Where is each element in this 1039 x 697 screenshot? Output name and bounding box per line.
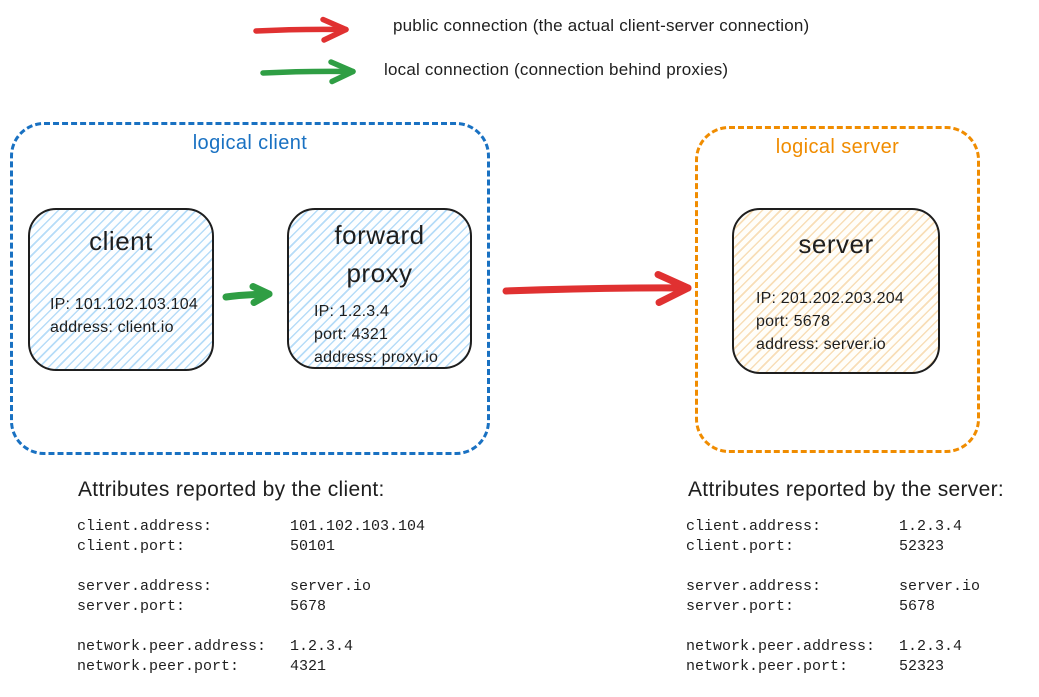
logical-server-label: logical server bbox=[775, 136, 900, 158]
attribute-row: server.port: 5678 bbox=[686, 597, 980, 617]
local-connection-legend-label: local connection (connection behind prox… bbox=[384, 60, 729, 79]
attribute-key: network.peer.address: bbox=[686, 638, 876, 655]
attribute-row: network.peer.port: 4321 bbox=[77, 657, 425, 677]
server-node-title: server bbox=[798, 229, 874, 259]
attribute-key: client.address: bbox=[77, 518, 213, 535]
client-attr-group-client: client.address: 101.102.103.104 client.po… bbox=[77, 517, 425, 557]
client-node-title: client bbox=[89, 226, 153, 256]
local-connection-legend-arrow-icon bbox=[258, 56, 362, 88]
client-node-details: IP: 101.102.103.104 address: client.io bbox=[50, 293, 198, 339]
attribute-row: network.peer.address: 1.2.3.4 bbox=[77, 637, 425, 657]
attribute-value: 52323 bbox=[899, 538, 945, 555]
client-attr-group-server: server.address: server.io server.port: 567… bbox=[77, 577, 425, 617]
client-attr-group-network-peer: network.peer.address: 1.2.3.4 network.pee… bbox=[77, 637, 425, 677]
attribute-value: 101.102.103.104 bbox=[290, 518, 426, 535]
logical-client-group: logical client bbox=[10, 122, 490, 455]
attribute-key: network.peer.address: bbox=[77, 638, 267, 655]
attribute-key: server.port: bbox=[686, 598, 795, 615]
local-connection-arrow-icon bbox=[221, 278, 281, 312]
attribute-value: 5678 bbox=[899, 598, 936, 615]
attribute-value: 1.2.3.4 bbox=[899, 638, 963, 655]
proxy-ip-line: IP: 1.2.3.4 bbox=[314, 303, 390, 320]
attribute-row: client.port: 50101 bbox=[77, 537, 425, 557]
logical-client-label: logical client bbox=[192, 132, 308, 154]
forward-proxy-node: forward proxy IP: 1.2.3.4 port: 4321 add… bbox=[287, 208, 472, 369]
server-node: server IP: 201.202.203.204 port: 5678 ad… bbox=[732, 208, 940, 374]
attribute-row: client.port: 52323 bbox=[686, 537, 980, 557]
attribute-row: network.peer.port: 52323 bbox=[686, 657, 980, 677]
attribute-row: server.address: server.io bbox=[686, 577, 980, 597]
attribute-key: server.port: bbox=[77, 598, 186, 615]
forward-proxy-node-details: IP: 1.2.3.4 port: 4321 address: proxy.io bbox=[314, 300, 438, 369]
attribute-value: 5678 bbox=[290, 598, 327, 615]
forward-proxy-title-line2: proxy bbox=[346, 258, 413, 288]
attribute-key: server.address: bbox=[77, 578, 213, 595]
server-port-line: port: 5678 bbox=[756, 313, 831, 330]
client-ip-line: IP: 101.102.103.104 bbox=[50, 296, 198, 313]
server-attributes-table: client.address: 1.2.3.4 client.port: 52323… bbox=[686, 517, 980, 697]
client-address-line: address: client.io bbox=[50, 319, 174, 336]
server-attr-group-network-peer: network.peer.address: 1.2.3.4 network.pee… bbox=[686, 637, 980, 677]
server-attr-group-client: client.address: 1.2.3.4 client.port: 52323 bbox=[686, 517, 980, 557]
client-attributes-table: client.address: 101.102.103.104 client.po… bbox=[77, 517, 425, 697]
forward-proxy-title-line1: forward bbox=[334, 220, 425, 250]
attribute-value: 50101 bbox=[290, 538, 336, 555]
attribute-value: 1.2.3.4 bbox=[290, 638, 354, 655]
attribute-value: 4321 bbox=[290, 658, 327, 675]
server-attributes-heading: Attributes reported by the server: bbox=[688, 478, 1005, 501]
attribute-row: network.peer.address: 1.2.3.4 bbox=[686, 637, 980, 657]
server-address-line: address: server.io bbox=[756, 336, 886, 353]
server-attr-group-server: server.address: server.io server.port: 567… bbox=[686, 577, 980, 617]
attribute-row: server.port: 5678 bbox=[77, 597, 425, 617]
logical-server-group: logical server bbox=[695, 126, 980, 453]
attribute-value: server.io bbox=[899, 578, 981, 595]
forward-proxy-node-title: forward proxy bbox=[289, 216, 470, 292]
attribute-row: client.address: 101.102.103.104 bbox=[77, 517, 425, 537]
attribute-value: server.io bbox=[290, 578, 372, 595]
attribute-value: 52323 bbox=[899, 658, 945, 675]
proxy-port-line: port: 4321 bbox=[314, 326, 389, 343]
attribute-key: network.peer.port: bbox=[77, 658, 240, 675]
client-attributes-heading: Attributes reported by the client: bbox=[78, 478, 385, 501]
proxy-address-line: address: proxy.io bbox=[314, 349, 439, 366]
attribute-key: server.address: bbox=[686, 578, 822, 595]
attribute-row: client.address: 1.2.3.4 bbox=[686, 517, 980, 537]
attribute-key: client.address: bbox=[686, 518, 822, 535]
public-connection-legend-label: public connection (the actual client-ser… bbox=[393, 16, 810, 35]
attribute-key: client.port: bbox=[77, 538, 186, 555]
attribute-row: server.address: server.io bbox=[77, 577, 425, 597]
server-ip-line: IP: 201.202.203.204 bbox=[756, 290, 904, 307]
public-connection-arrow-icon bbox=[499, 266, 701, 314]
public-connection-legend-arrow-icon bbox=[251, 13, 355, 47]
attribute-key: network.peer.port: bbox=[686, 658, 849, 675]
client-node: client IP: 101.102.103.104 address: clie… bbox=[28, 208, 214, 371]
attribute-value: 1.2.3.4 bbox=[899, 518, 963, 535]
attribute-key: client.port: bbox=[686, 538, 795, 555]
server-node-details: IP: 201.202.203.204 port: 5678 address: … bbox=[756, 287, 904, 356]
